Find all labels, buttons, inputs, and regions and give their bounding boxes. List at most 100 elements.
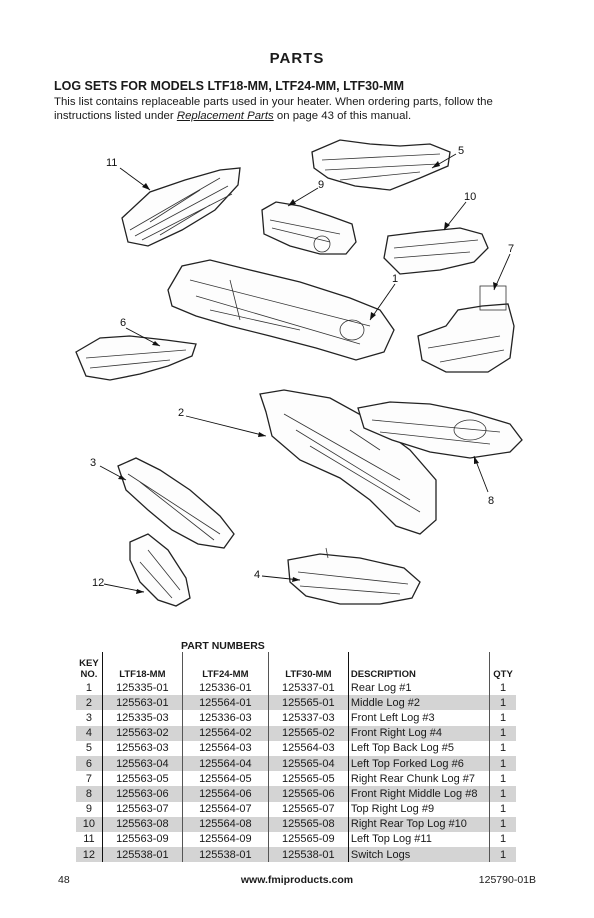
qty-cell: 1	[489, 816, 516, 832]
callout-7: 7	[508, 243, 514, 255]
description-cell: Rear Log #1	[347, 680, 490, 696]
ltf18-part-cell: 125335-03	[116, 711, 169, 724]
ltf24-part-cell: 125336-03	[181, 710, 269, 726]
description-cell: Left Top Log #11	[347, 831, 490, 848]
ltf30-header: LTF30-MM	[267, 652, 349, 680]
key-no-cell: 5	[76, 740, 103, 756]
leader-lines	[99, 153, 511, 594]
qty-cell: 1	[489, 831, 516, 848]
ltf30-part-cell: 125564-03	[267, 740, 349, 756]
ltf30-part-cell: 125565-02	[267, 725, 349, 741]
qty-cell: 1	[489, 695, 516, 711]
ltf24-part-cell: 125564-06	[181, 786, 269, 802]
description-cell: Switch Logs	[347, 847, 490, 863]
key-no-cell: 8	[76, 786, 103, 802]
ltf24-part-cell: 125564-04	[181, 755, 269, 772]
qty-header: QTY	[489, 652, 516, 680]
log-3-drawing	[117, 457, 235, 549]
key-no-cell: 4	[76, 725, 103, 741]
key-no-cell: 12	[76, 847, 103, 863]
key-no-cell: 3	[76, 710, 103, 726]
callout-2: 2	[178, 407, 184, 419]
log-set-diagram: 11 5 9 10 7 1 6 2 3 12 4 8	[75, 139, 523, 607]
ltf30-part-cell: 125538-01	[267, 847, 349, 863]
callout-3: 3	[90, 457, 96, 469]
ltf24-part-cell: 125564-03	[181, 740, 269, 756]
qty-cell: 1	[489, 755, 516, 772]
callout-6: 6	[120, 317, 126, 329]
callout-8: 8	[488, 495, 494, 507]
key-header-line1: KEY	[79, 658, 99, 669]
section-subtitle: LOG SETS FOR MODELS LTF18-MM, LTF24-MM, …	[54, 79, 404, 93]
description-cell: Top Right Log #9	[347, 801, 490, 817]
qty-cell: 1	[489, 771, 516, 787]
log-8-drawing	[357, 401, 523, 459]
ltf18-part-cell: 125563-01	[102, 695, 183, 711]
ltf24-part-cell: 125336-01	[181, 680, 269, 696]
description-cell: Front Left Log #3	[347, 710, 490, 726]
ltf18-part-cell: 125563-06	[102, 786, 183, 802]
ltf24-part-cell: 125564-05	[181, 771, 269, 787]
description-cell: Right Rear Top Log #10	[347, 816, 490, 832]
ltf24-part-cell: 125538-01	[181, 847, 269, 863]
ltf18-part-cell: 125538-01	[102, 847, 183, 863]
ltf24-part-cell: 125564-09	[181, 831, 269, 848]
ltf30-part-cell: 125565-04	[267, 755, 349, 772]
callout-5: 5	[458, 145, 464, 157]
ltf18-part-cell: 125563-04	[102, 755, 183, 772]
page-number: 48	[58, 874, 70, 886]
log-5-drawing	[311, 139, 451, 191]
log-7-drawing	[417, 285, 515, 373]
intro-text-end: on page 43 of this manual.	[276, 110, 412, 122]
callout-1: 1	[392, 273, 398, 285]
ltf18-header: LTF18-MM	[119, 669, 166, 680]
log-1-drawing	[167, 259, 395, 361]
description-cell: Right Rear Chunk Log #7	[347, 771, 490, 787]
ltf30-part-cell: 125565-01	[267, 695, 349, 711]
ltf30-part-cell: 125565-09	[267, 831, 349, 848]
key-no-cell: 9	[76, 801, 103, 817]
key-no-cell: 10	[76, 816, 103, 832]
ltf18-part-cell: 125563-05	[116, 772, 169, 785]
log-4-drawing	[287, 547, 421, 605]
qty-cell: 1	[489, 740, 516, 756]
key-no-cell: 2	[76, 695, 103, 711]
ltf24-part-cell: 125564-07	[181, 801, 269, 817]
replacement-parts-link[interactable]: Replacement Parts	[176, 110, 274, 122]
key-no-cell: 7	[76, 771, 103, 787]
ltf30-part-cell: 125337-01	[267, 680, 349, 696]
log-2-drawing	[259, 389, 437, 535]
callout-10: 10	[464, 191, 476, 203]
description-cell: Middle Log #2	[347, 695, 490, 711]
callout-11: 11	[106, 157, 117, 169]
log-9-drawing	[261, 201, 357, 255]
ltf18-part-cell: 125335-01	[116, 681, 169, 694]
description-header: DESCRIPTION	[347, 652, 490, 680]
ltf30-part-cell: 125565-06	[267, 786, 349, 802]
ltf18-part-cell: 125563-09	[116, 833, 169, 846]
key-no-cell: 11	[76, 831, 103, 848]
description-cell: Front Right Middle Log #8	[347, 786, 490, 802]
ltf18-part-cell: 125563-02	[102, 725, 183, 741]
ltf24-part-cell: 125564-02	[181, 725, 269, 741]
ltf30-part-cell: 125565-07	[267, 801, 349, 817]
ltf30-part-cell: 125565-05	[267, 771, 349, 787]
key-header-line2: NO.	[80, 669, 98, 680]
qty-cell: 1	[489, 786, 516, 802]
website-url: www.fmiproducts.com	[240, 874, 354, 886]
ltf18-part-cell: 125563-08	[102, 816, 183, 832]
description-cell: Left Top Back Log #5	[347, 740, 490, 756]
key-no-cell: 6	[76, 755, 103, 772]
log-11-drawing	[121, 167, 241, 247]
